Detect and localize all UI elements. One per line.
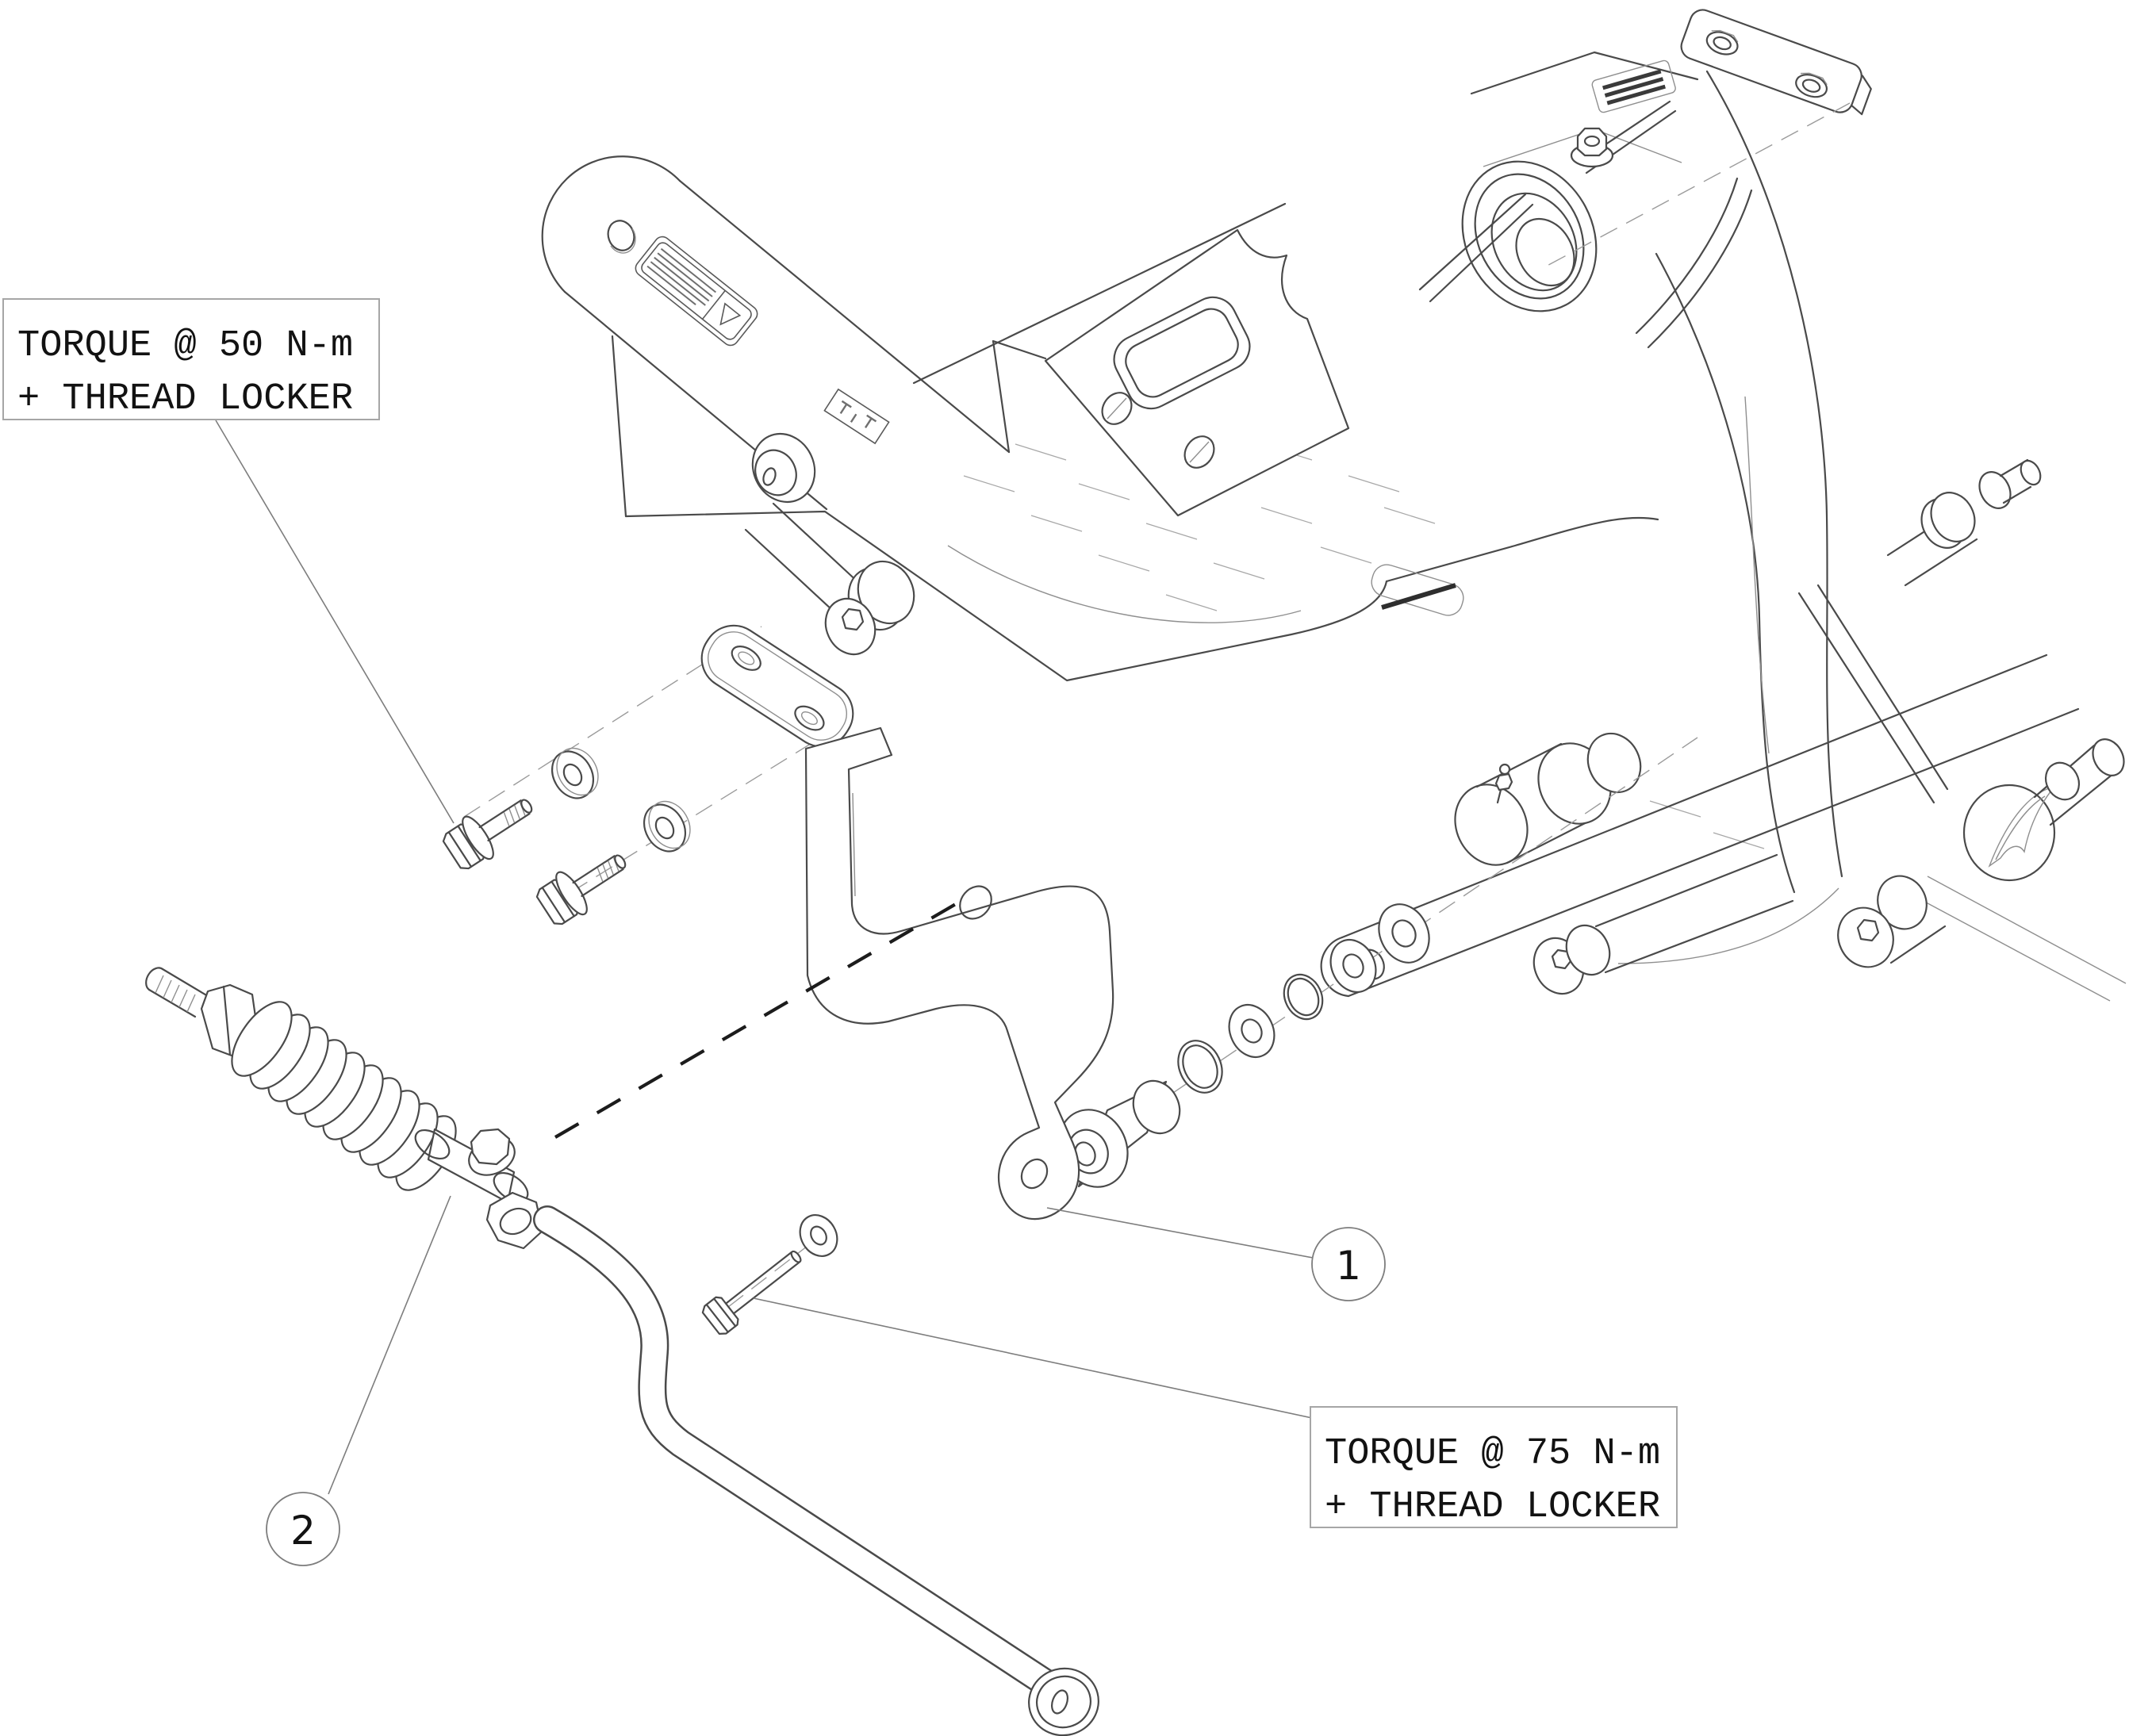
foot-bushing-hex [1856, 918, 1880, 942]
leader-torque-75 [753, 1297, 1313, 1419]
frame-lower-edge [1385, 516, 1659, 583]
bar-eye-end [1028, 1667, 1099, 1736]
jam-nut [485, 1191, 544, 1250]
frame-right-leg [1617, 70, 1949, 964]
shaft-bushing-hex [841, 607, 865, 631]
leader-lines [215, 420, 1314, 1495]
bracket-mount-hole [959, 885, 992, 920]
frame-slot-shadow [1381, 583, 1456, 610]
balloon-item-1[interactable]: 1 [1311, 1227, 1386, 1301]
frame-beam-junction [992, 339, 1047, 454]
frame-bracket-hole-1-slit [1107, 397, 1127, 420]
frame-bracket-hole-2 [1183, 435, 1215, 469]
frame-bracket-hole-2-slit [1189, 441, 1210, 463]
axle-end-cap [2092, 738, 2125, 776]
balloon-2-number: 2 [290, 1508, 316, 1554]
callout-torque-75-box [1310, 1406, 1678, 1528]
grease-zerk [1494, 763, 1513, 804]
rail-lug-cap [1320, 936, 1350, 998]
leg-strut-edge-2 [1816, 584, 1949, 791]
balloon-2-circle[interactable] [266, 1492, 340, 1566]
mount-strap [1542, 9, 1872, 269]
balloon-1-circle[interactable] [1311, 1227, 1386, 1301]
frame-arm-hole [607, 220, 635, 251]
washer-small-2 [1329, 939, 1377, 993]
o-ring-2 [1283, 973, 1324, 1021]
bushing-stack [1057, 903, 1430, 1188]
callout-torque-75-line2: + THREAD LOCKER [1325, 1486, 1660, 1528]
upper-cross-shaft [744, 432, 915, 656]
warning-decal [635, 236, 758, 347]
frame-step-edge [611, 335, 627, 518]
rail-sleeve-left [1454, 784, 1529, 866]
flange-washer-2 [643, 800, 691, 853]
bolt2-axis [570, 717, 854, 893]
threaded-tip [145, 967, 209, 1018]
bracket-foot-eye [1020, 1158, 1049, 1190]
washer-large [1378, 903, 1430, 964]
washer-small-1 [1228, 1004, 1275, 1058]
warning-triangle-icon [719, 302, 742, 326]
leg-foot-curve [1617, 887, 1839, 964]
callout-torque-50-box [2, 298, 380, 420]
frame-arm-hole-shadow [610, 228, 636, 254]
logo-swoosh-icon [1988, 785, 2056, 868]
leader-balloon-1 [1046, 1207, 1314, 1259]
flange-bolt-2 [535, 854, 627, 925]
warning-decal-border [635, 236, 758, 347]
flange-washer-1 [550, 747, 599, 799]
flange-nut [468, 1128, 516, 1176]
frame-pivot-casting [1418, 51, 1753, 349]
frame-beam-top-edge [912, 202, 1287, 385]
casting-top-nut [1570, 127, 1614, 168]
callout-torque-50-line2: + THREAD LOCKER [17, 378, 353, 420]
callout-torque-75: TORQUE @ 75 N-m + THREAD LOCKER [1310, 1406, 1678, 1528]
frame-bracket-hole-1 [1101, 392, 1133, 425]
logo-swoosh-inner [1995, 795, 2046, 860]
leg-foot [1837, 738, 2125, 968]
frame-skid-inner-curve [947, 545, 1302, 623]
pivot-bolt-axis [727, 1227, 832, 1308]
leader-torque-50 [215, 420, 455, 824]
spring-adjuster [145, 967, 544, 1250]
casting-vent [1591, 59, 1676, 113]
frame-weldment [541, 9, 2127, 1002]
frame-skid-outline [624, 510, 1388, 682]
balloon-1-number: 1 [1336, 1243, 1361, 1289]
leader-balloon-2 [328, 1195, 451, 1495]
frame-arm-endcap [541, 155, 681, 293]
callout-torque-50: TORQUE @ 50 N-m + THREAD LOCKER [2, 298, 380, 420]
callout-torque-50-line1: TORQUE @ 50 N-m [17, 325, 353, 367]
upper-stub-axle [1886, 458, 2042, 587]
alignment-dashed-line [554, 895, 971, 1139]
foot-bushing-face [1837, 906, 1894, 968]
casting-top-plateau [1470, 51, 1699, 95]
warning-decal-divider [701, 289, 726, 320]
link-tab [700, 624, 854, 748]
view-decal [823, 388, 890, 445]
balloon-item-2[interactable]: 2 [266, 1492, 340, 1566]
frame-arm-top-edge [678, 179, 1011, 454]
shaft-bushing-face [824, 597, 877, 656]
pivot-bolt [701, 1250, 802, 1335]
callout-torque-75-line1: TORQUE @ 75 N-m [1325, 1433, 1660, 1475]
bushing-stack-axis [1074, 737, 1698, 1160]
pivot-washer [799, 1214, 838, 1257]
coil-spring [231, 1001, 457, 1191]
foot-disc [1962, 784, 2056, 882]
pivot-housing [1461, 160, 1598, 312]
hidden-line-texture [963, 443, 1765, 849]
lower-rails [1320, 653, 2127, 1002]
view-decal-border [823, 388, 890, 445]
o-ring-1 [1177, 1040, 1223, 1094]
frame-bracket-cutout [1113, 296, 1251, 410]
flange-bolt-1 [442, 799, 533, 870]
frame-slot [1371, 564, 1464, 616]
frame-bracket-plate [1044, 228, 1350, 517]
leg-strut-edge-1 [1797, 592, 1935, 804]
stabilizer-bracket [804, 726, 1114, 1221]
warning-decal-inner-border [641, 242, 752, 340]
stabilizer-bar [533, 1205, 1099, 1736]
